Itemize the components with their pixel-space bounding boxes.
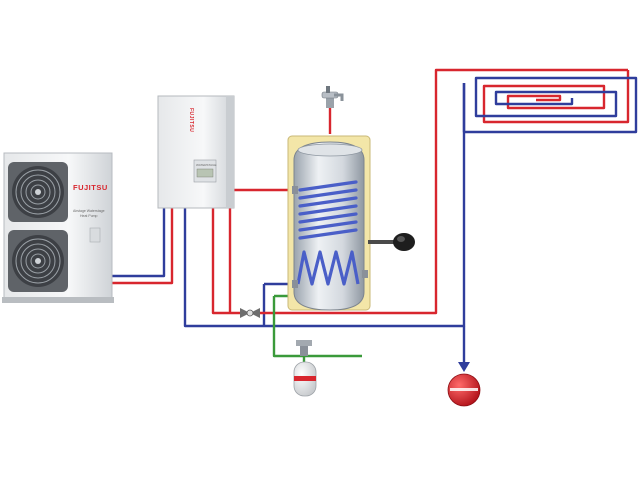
hot-water-tank-icon	[287, 135, 371, 311]
heating-flow-pipe	[256, 68, 628, 315]
underfloor-flow-loop	[482, 70, 630, 124]
pipework	[112, 68, 638, 364]
three-way-valve-icon	[240, 308, 260, 318]
cold-water-pipe	[272, 296, 362, 358]
outdoor-return-pipe	[112, 207, 166, 278]
underfloor-return-loop	[462, 76, 638, 134]
tap-icon	[321, 86, 344, 108]
heating-expansion-vessel-icon	[447, 362, 481, 407]
hydrobox-return-pipe	[183, 83, 466, 328]
outdoor-flow-pipe	[112, 207, 174, 285]
tank-upper-coil	[298, 180, 358, 240]
expansion-vessel-icon	[293, 340, 317, 397]
outdoor-brand-subtitle: Airstage Waterstage	[73, 209, 105, 213]
immersion-heater-icon	[368, 233, 415, 251]
hydrobox-flow-pipe	[211, 207, 244, 315]
outdoor-brand-logo: FUJITSU	[73, 183, 108, 192]
tank-lower-coil	[296, 250, 360, 286]
fan-grille-lower	[8, 230, 68, 292]
outdoor-unit-icon: FUJITSU Airstage Waterstage Heat Pump	[2, 152, 114, 303]
hydrobox-icon: FUJITSU WATERSTAGE	[157, 95, 235, 209]
outdoor-brand-subtitle-2: Heat Pump	[80, 214, 98, 218]
control-panel: WATERSTAGE	[193, 159, 216, 183]
service-panel	[89, 227, 101, 243]
control-panel-label: WATERSTAGE	[196, 163, 216, 167]
hydrobox-brand-logo: FUJITSU	[188, 108, 194, 132]
fan-grille-upper	[8, 162, 68, 222]
